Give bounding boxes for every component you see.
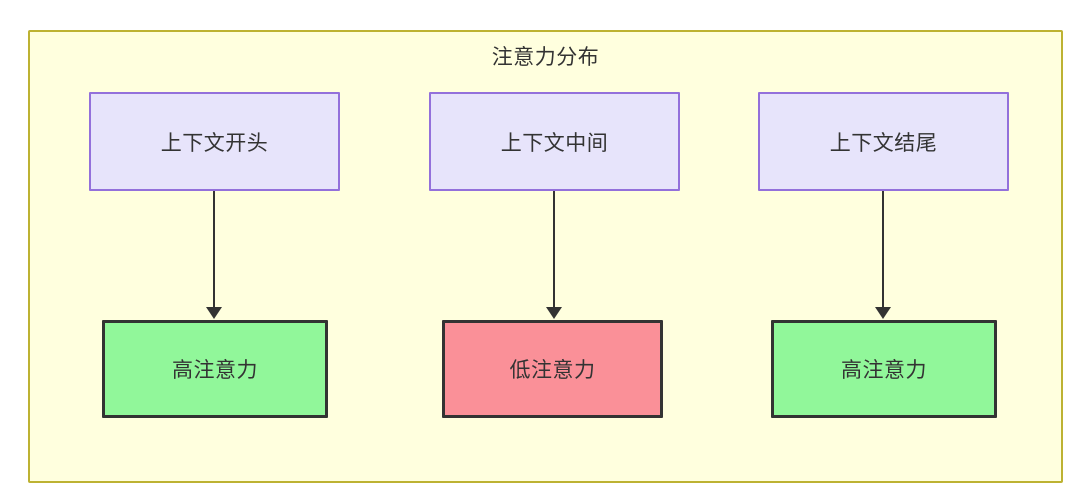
node-attn-low-middle[interactable]: 低注意力 xyxy=(442,320,663,418)
node-ctx-end-label: 上下文结尾 xyxy=(829,130,938,155)
edge-ctx-middle-to-attn-low-middle-line xyxy=(553,191,555,308)
node-attn-high-start[interactable]: 高注意力 xyxy=(102,320,328,418)
edge-ctx-start-to-attn-high-start-line xyxy=(213,191,215,308)
edge-ctx-middle-to-attn-low-middle-arrowhead xyxy=(546,307,562,319)
node-ctx-end[interactable]: 上下文结尾 xyxy=(758,92,1009,191)
cluster-title: 注意力分布 xyxy=(491,45,600,69)
node-attn-high-end[interactable]: 高注意力 xyxy=(771,320,997,418)
edge-ctx-end-to-attn-high-end-arrowhead xyxy=(875,307,891,319)
node-ctx-start[interactable]: 上下文开头 xyxy=(89,92,340,191)
node-attn-high-end-label: 高注意力 xyxy=(841,358,927,382)
node-ctx-start-label: 上下文开头 xyxy=(160,130,269,155)
node-ctx-middle[interactable]: 上下文中间 xyxy=(429,92,680,191)
node-attn-high-start-label: 高注意力 xyxy=(172,358,258,382)
node-attn-low-middle-label: 低注意力 xyxy=(509,358,596,382)
node-ctx-middle-label: 上下文中间 xyxy=(500,130,609,155)
edge-ctx-end-to-attn-high-end-line xyxy=(882,191,884,308)
edge-ctx-start-to-attn-high-start-arrowhead xyxy=(206,307,222,319)
